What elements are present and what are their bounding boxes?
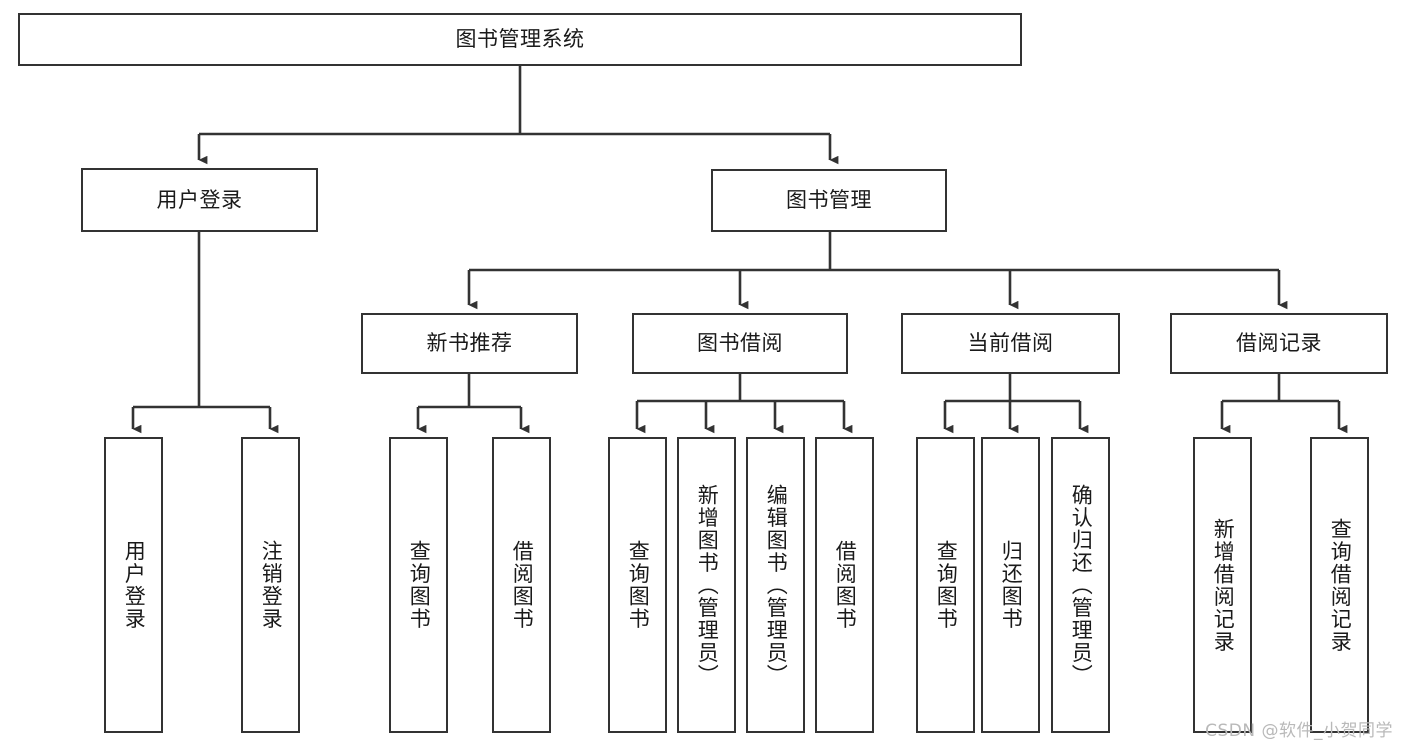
leaf-user-login-logout[interactable]: 注销登录	[241, 437, 300, 733]
node-label: 图书管理	[786, 188, 872, 213]
leaf-user-login-login[interactable]: 用户登录	[104, 437, 163, 733]
leaf-borrow-borrow-book[interactable]: 借阅图书	[815, 437, 874, 733]
leaf-borrow-edit-book[interactable]: 编辑图书（管理员）	[746, 437, 805, 733]
node-label: 查询图书	[407, 540, 432, 630]
leaf-current-return-book[interactable]: 归还图书	[981, 437, 1040, 733]
node-label: 新增图书（管理员）	[695, 483, 720, 687]
leaf-current-query-book[interactable]: 查询图书	[916, 437, 975, 733]
node-root-system[interactable]: 图书管理系统	[18, 13, 1022, 66]
node-label: 归还图书	[999, 540, 1024, 630]
leaf-borrow-query-book[interactable]: 查询图书	[608, 437, 667, 733]
node-label: 当前借阅	[967, 331, 1054, 356]
leaf-record-query[interactable]: 查询借阅记录	[1310, 437, 1369, 733]
node-label: 借阅图书	[833, 540, 858, 630]
leaf-new-book-borrow[interactable]: 借阅图书	[492, 437, 551, 733]
node-label: 用户登录	[156, 187, 243, 212]
node-user-login[interactable]: 用户登录	[81, 168, 318, 232]
node-label: 用户登录	[122, 540, 147, 630]
node-borrow-record[interactable]: 借阅记录	[1170, 313, 1388, 374]
leaf-record-add[interactable]: 新增借阅记录	[1193, 437, 1252, 733]
node-label: 查询图书	[626, 540, 651, 630]
node-book-borrow[interactable]: 图书借阅	[632, 313, 848, 374]
node-label: 图书管理系统	[455, 27, 585, 52]
node-label: 新增借阅记录	[1211, 517, 1236, 653]
node-label: 新书推荐	[426, 331, 513, 356]
node-label: 图书借阅	[697, 331, 783, 356]
node-label: 借阅图书	[510, 540, 535, 630]
node-book-management[interactable]: 图书管理	[711, 169, 947, 232]
watermark: CSDN @软件_小贺同学	[1205, 721, 1393, 741]
node-label: 确认归还（管理员）	[1069, 483, 1094, 687]
node-label: 查询图书	[934, 540, 959, 630]
node-label: 注销登录	[259, 540, 284, 630]
leaf-current-confirm-return[interactable]: 确认归还（管理员）	[1051, 437, 1110, 733]
leaf-new-book-query[interactable]: 查询图书	[389, 437, 448, 733]
node-current-borrow[interactable]: 当前借阅	[901, 313, 1120, 374]
node-label: 编辑图书（管理员）	[764, 483, 789, 687]
node-label: 借阅记录	[1236, 331, 1322, 356]
node-new-book-recommend[interactable]: 新书推荐	[361, 313, 578, 374]
node-label: 查询借阅记录	[1328, 517, 1353, 653]
leaf-borrow-add-book[interactable]: 新增图书（管理员）	[677, 437, 736, 733]
